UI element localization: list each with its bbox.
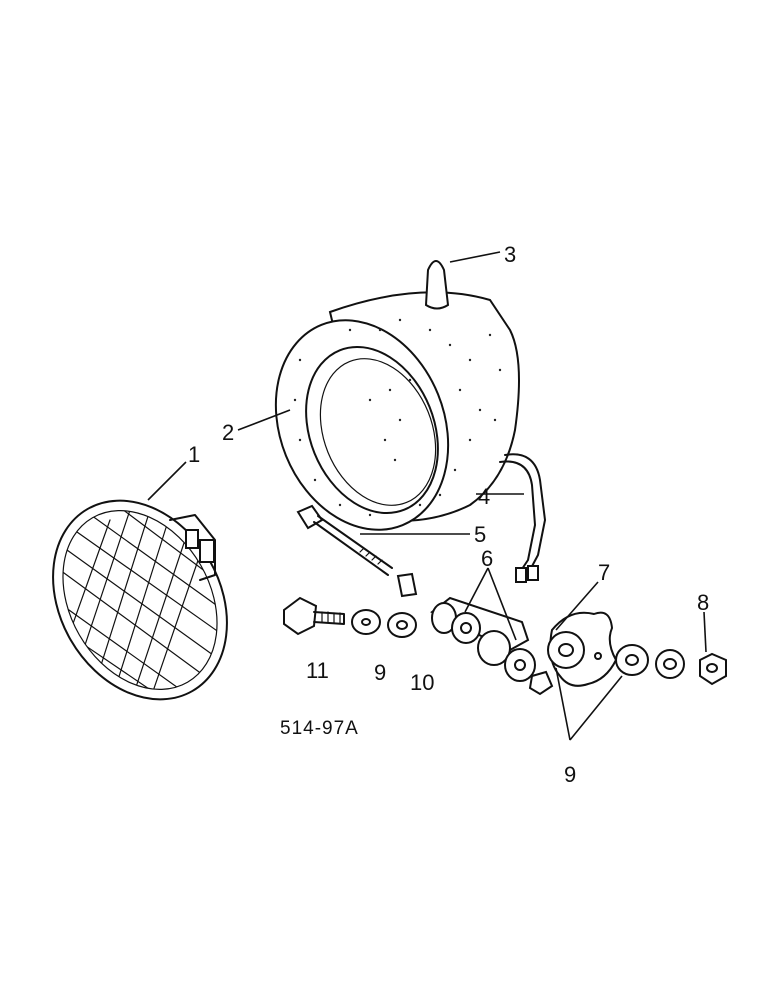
callout-9-right: 9 <box>564 762 576 787</box>
part-short-bolt <box>283 596 345 636</box>
callout-8: 8 <box>697 590 709 615</box>
callout-3: 3 <box>504 242 516 267</box>
part-swivel-bushings <box>477 630 554 696</box>
callout-9-left: 9 <box>374 660 386 685</box>
callout-2: 2 <box>222 420 234 445</box>
callout-11: 11 <box>306 658 329 683</box>
part-housing-knob <box>424 260 450 310</box>
leader-lines <box>147 251 707 741</box>
callout-6: 6 <box>481 546 493 571</box>
part-spring-clip <box>396 572 418 598</box>
part-hex-nut <box>699 652 727 686</box>
part-sealed-beam-lamp <box>52 484 231 711</box>
callout-7: 7 <box>598 560 610 585</box>
part-wire-harness <box>499 453 546 583</box>
callout-5: 5 <box>474 522 486 547</box>
part-mounting-plate <box>547 611 618 687</box>
figure-code: 514-97A <box>280 718 359 739</box>
part-long-bolt <box>296 504 393 576</box>
part-lamp-housing <box>274 291 520 531</box>
callout-4: 4 <box>478 484 490 509</box>
callout-1: 1 <box>188 442 200 467</box>
callout-10: 10 <box>410 670 434 695</box>
